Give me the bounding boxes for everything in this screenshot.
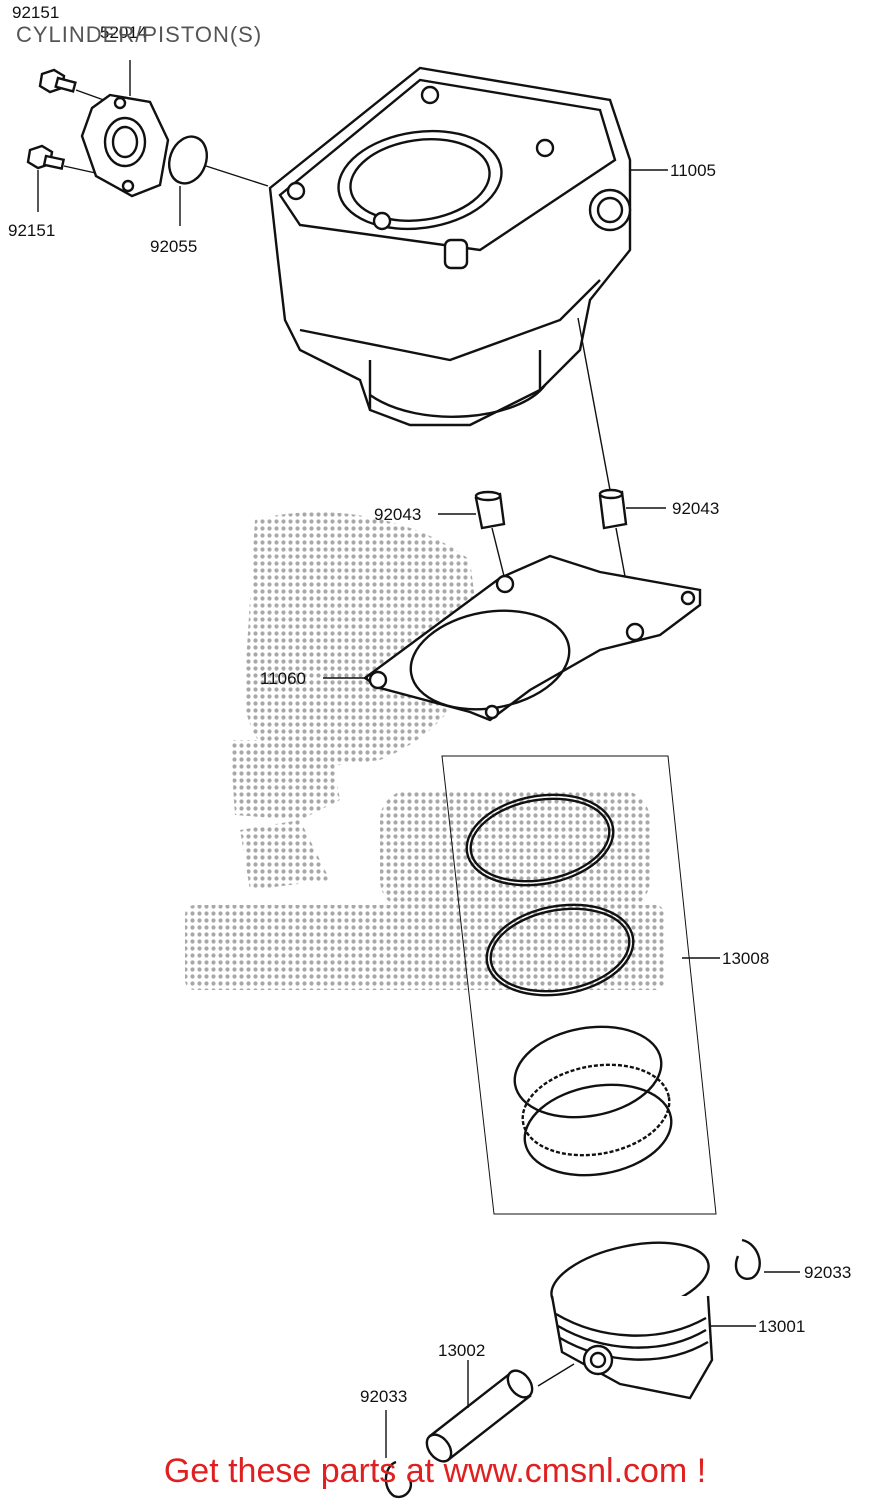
label-92043-right[interactable]: 92043 [672, 499, 719, 518]
watermark-logo [185, 512, 665, 990]
label-92151-bottom[interactable]: 92151 [8, 221, 55, 240]
label-13002[interactable]: 13002 [438, 1341, 485, 1360]
circlip-right-part[interactable] [734, 1238, 800, 1280]
cylinder-part[interactable] [268, 66, 668, 491]
label-11005[interactable]: 11005 [670, 161, 716, 180]
footer-link-text[interactable]: Get these parts at www.cmsnl.com ! [163, 1452, 707, 1490]
label-52014[interactable]: 52014 [100, 23, 147, 42]
label-11060[interactable]: 11060 [260, 669, 306, 688]
piston-pin-part[interactable] [422, 1360, 575, 1466]
piston-ring-set-part[interactable] [441, 755, 720, 1215]
cylinder-gasket-part[interactable] [323, 554, 702, 722]
circlip-left-part[interactable] [384, 1410, 413, 1499]
oring-part[interactable] [163, 131, 269, 226]
label-92033-right[interactable]: 92033 [804, 1263, 851, 1282]
water-fitting-part[interactable] [80, 60, 170, 198]
label-13008[interactable]: 13008 [722, 949, 769, 968]
label-13001[interactable]: 13001 [758, 1317, 805, 1336]
bolt-top-part[interactable] [38, 68, 113, 104]
label-92043-left[interactable]: 92043 [374, 505, 421, 524]
page-title: CYLINDER/PISTON(S) [16, 22, 263, 47]
label-92033-left[interactable]: 92033 [360, 1387, 407, 1406]
bolt-bottom-part[interactable] [26, 144, 101, 212]
piston-part[interactable] [545, 1230, 756, 1400]
label-92151-top[interactable]: 92151 [12, 3, 59, 22]
dowel-left-part[interactable] [438, 490, 506, 581]
label-92055[interactable]: 92055 [150, 237, 197, 256]
